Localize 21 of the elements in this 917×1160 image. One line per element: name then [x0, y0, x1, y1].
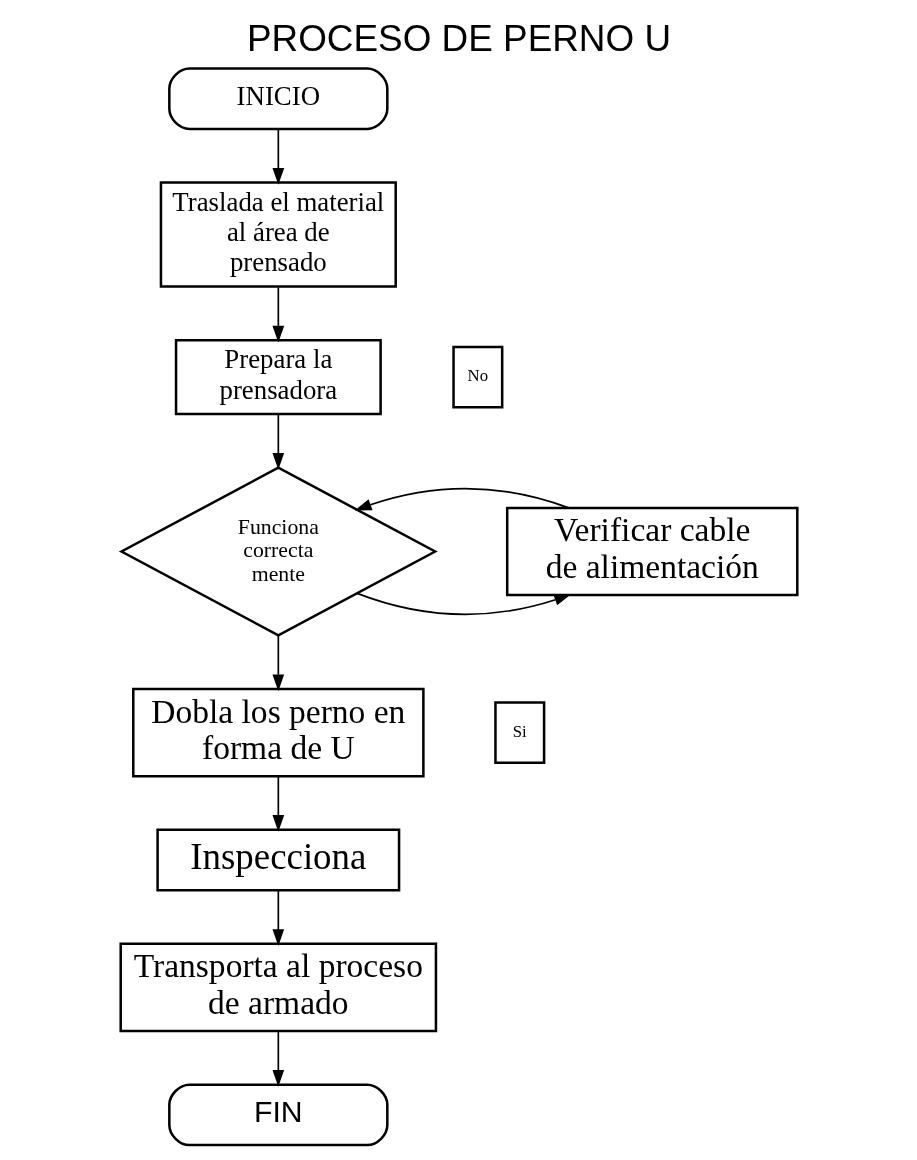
node-box: Prepara la prensadora: [174, 338, 382, 416]
node-box: FIN: [167, 1083, 389, 1147]
arrow: [271, 128, 284, 185]
arrow: [271, 413, 284, 470]
arrow: [271, 634, 284, 692]
arrow: [355, 592, 571, 616]
arrow: [271, 286, 284, 343]
node-box: No: [451, 345, 503, 409]
node-box: Transporta al proceso de armado: [118, 942, 437, 1033]
node-box: Verificar cable de alimentación: [505, 506, 799, 597]
node-box: Dobla los perno en forma de U: [131, 687, 425, 778]
node-box: Inspecciona: [155, 828, 400, 892]
arrow: [271, 1030, 284, 1087]
arrow: [271, 775, 284, 832]
node-box: Si: [493, 701, 545, 765]
diagram-title: PROCESO DE PERNO U: [246, 18, 671, 60]
node-box: Traslada el material al área de prensado: [159, 181, 397, 288]
node-box: INICIO: [167, 67, 389, 131]
arrow: [354, 487, 570, 511]
node-diamond: Funciona correcta mente: [118, 466, 438, 637]
arrow: [271, 889, 284, 947]
